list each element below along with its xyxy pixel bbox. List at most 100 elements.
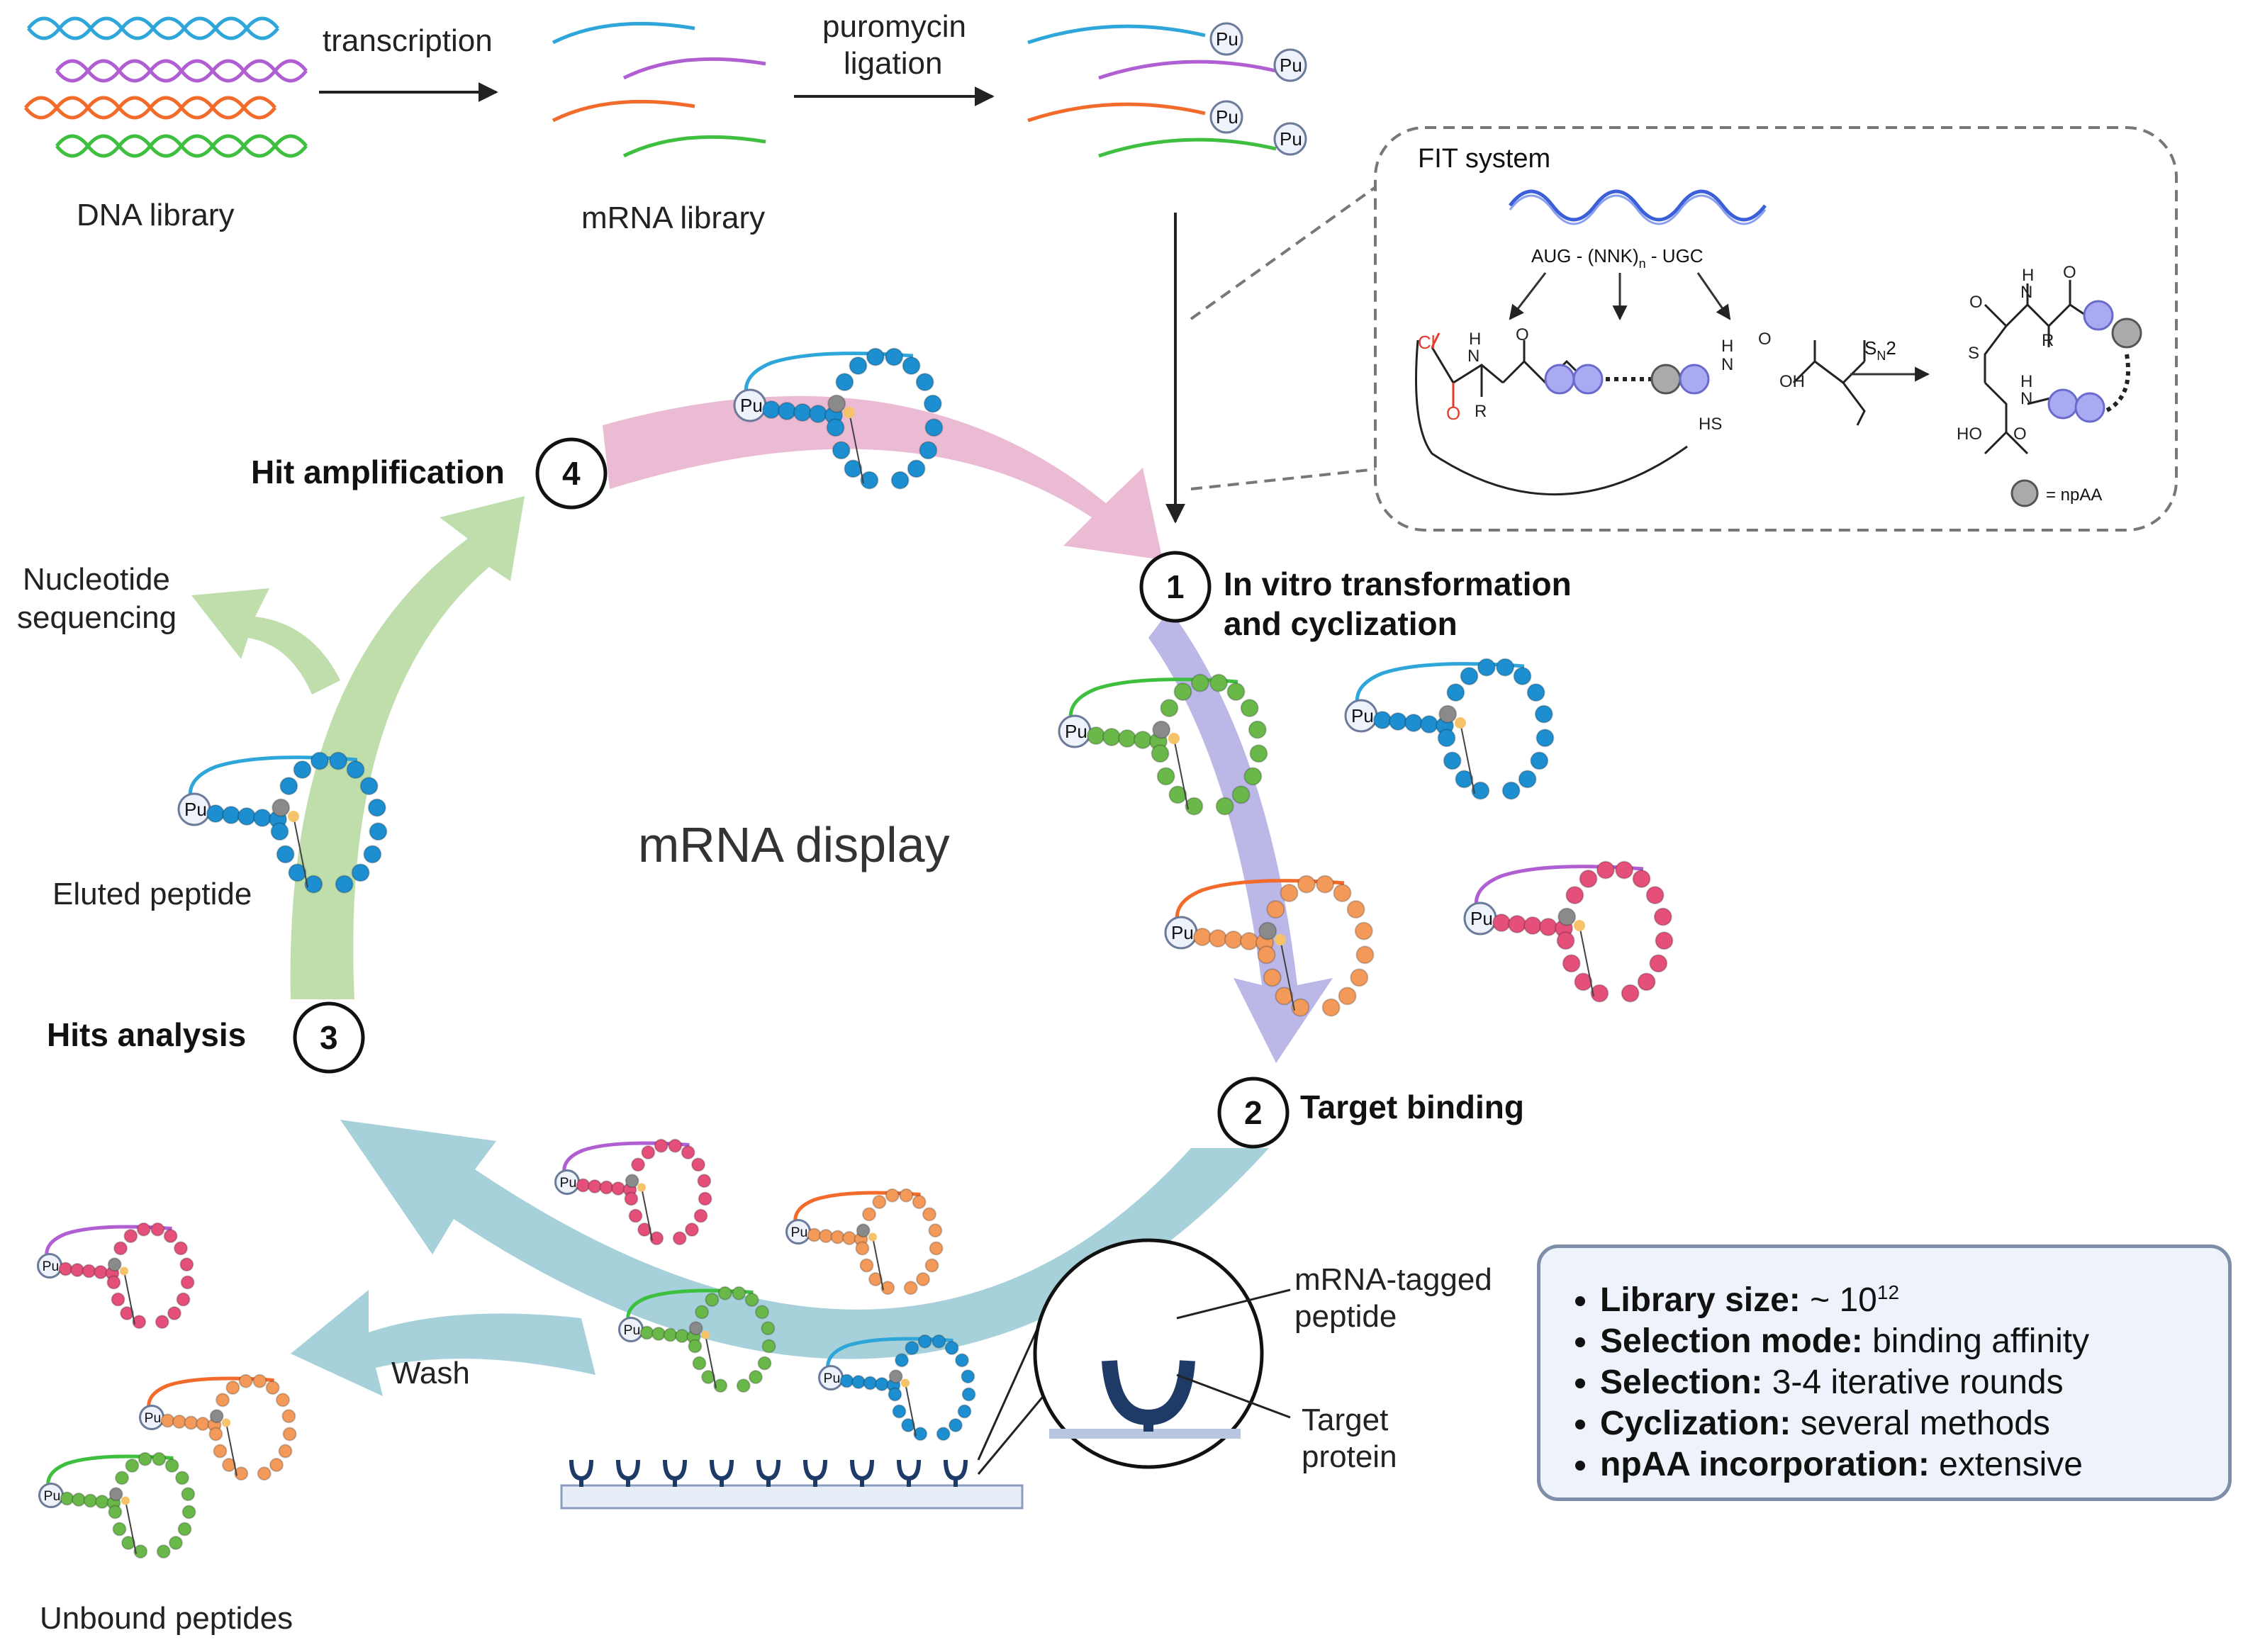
chem-o-left: O [1516, 325, 1529, 344]
svg-text:Pu: Pu [1216, 28, 1238, 50]
svg-text:Pu: Pu [184, 799, 207, 820]
step-4-label: Hit amplification [251, 454, 505, 490]
chem-h-right: H [1721, 337, 1733, 356]
center-title: mRNA display [638, 817, 950, 872]
property-npaa-incorporation: npAA incorporation: extensive [1600, 1444, 2200, 1485]
peptide-eluted: Pu [177, 751, 388, 894]
svg-text:Pu: Pu [1216, 106, 1238, 128]
step-markers: 4 Hit amplification 1 In vitro transform… [47, 437, 1572, 1149]
svg-text:Pu: Pu [624, 1322, 641, 1338]
cyc-s: S [1968, 344, 1979, 363]
peptide-step1-green: Pu [1058, 673, 1268, 816]
svg-text:Pu: Pu [1470, 908, 1493, 929]
property-selection: Selection: 3-4 iterative rounds [1600, 1362, 2200, 1403]
cyc-n-top: N [2020, 283, 2032, 302]
sn2-label: SN2 [1864, 337, 1896, 363]
peptide-unbound-green: Pu [38, 1451, 196, 1559]
unbound-peptides-label: Unbound peptides [40, 1601, 293, 1636]
svg-text:Pu: Pu [1065, 721, 1087, 742]
step-1-label-line1: In vitro transformation [1224, 566, 1572, 602]
cyc-h-mid: H [2020, 372, 2032, 391]
puromycin-label-line2: ligation [844, 46, 942, 81]
zoom-inset [977, 1238, 1291, 1475]
peptide-step1-orange: Pu [1164, 875, 1375, 1017]
target-protein-label-line1: Target [1302, 1403, 1388, 1437]
arrow-analysis-to-amplification [290, 496, 525, 999]
chem-h-left: H [1469, 330, 1481, 349]
step-2-number: 2 [1244, 1094, 1263, 1131]
nucleotide-label-line2: sequencing [17, 600, 177, 635]
svg-text:Pu: Pu [824, 1371, 841, 1386]
cyc-o-top: O [1969, 293, 1983, 312]
receptor-icon [569, 1459, 593, 1487]
peptide-amplification: Pu [733, 347, 944, 490]
arrow-binding-to-analysis [340, 1120, 1269, 1359]
svg-text:Pu: Pu [43, 1259, 60, 1274]
cyc-h-top: H [2022, 266, 2034, 285]
receptor-icon [897, 1459, 921, 1487]
chem-n-left: N [1467, 347, 1480, 366]
step-4-number: 4 [562, 455, 581, 492]
fit-system-title: FIT system [1418, 144, 1550, 174]
cyc-r: R [2042, 331, 2054, 350]
svg-text:Pu: Pu [560, 1175, 577, 1191]
peptide-wash-orange: Pu [785, 1188, 944, 1296]
fit-system-panel: FIT system AUG - (NNK)n - UGC Cl O N H O… [1190, 126, 2178, 532]
receptor-icon [803, 1459, 827, 1487]
properties-list: Library size: ~ 1012 Selection mode: bin… [1569, 1272, 2200, 1485]
puromycin-label-line1: puromycin [822, 9, 966, 44]
peptide-wash-red: Pu [554, 1138, 712, 1246]
codon-sequence: AUG - (NNK)n - UGC [1531, 245, 1704, 271]
chem-r-left: R [1475, 402, 1487, 421]
step-1-number: 1 [1166, 568, 1185, 605]
chem-cl: Cl [1418, 332, 1436, 353]
receptor-icon [756, 1459, 781, 1487]
svg-text:Pu: Pu [1351, 705, 1374, 726]
cycle-arrows [191, 395, 1333, 1396]
properties-box: Library size: ~ 1012 Selection mode: bin… [1537, 1244, 2232, 1501]
arrow-amplification-to-transformation [603, 395, 1163, 560]
receptor-icon [663, 1459, 687, 1487]
chem-hs: HS [1699, 415, 1722, 434]
svg-text:Pu: Pu [740, 395, 763, 416]
transcription-label: transcription [323, 23, 493, 58]
receptor-icon [616, 1459, 640, 1487]
npaa-legend-bead [2010, 479, 2039, 507]
arrow-sequencing [191, 588, 340, 695]
peptide-step1-blue: Pu [1344, 658, 1555, 800]
cyc-o-right: O [2063, 263, 2076, 282]
mrna-library-label: mRNA library [581, 201, 765, 235]
chem-oh: OH [1779, 372, 1805, 391]
cyclic-product-structure [1984, 280, 2130, 455]
nucleotide-label-line1: Nucleotide [23, 562, 170, 597]
peptide-step1-red: Pu [1463, 860, 1674, 1003]
dna-library-label: DNA library [77, 198, 235, 232]
cyc-ho: HO [1957, 425, 1982, 444]
target-protein-label-line2: protein [1302, 1439, 1397, 1474]
arrow-wash [291, 1290, 595, 1396]
mrna-library-strands [552, 21, 766, 158]
svg-text:Pu: Pu [44, 1488, 61, 1504]
property-library-size: Library size: ~ 1012 [1600, 1272, 2200, 1321]
receptor-icon [710, 1459, 734, 1487]
receptor-icon [944, 1459, 968, 1487]
svg-text:Pu: Pu [1171, 922, 1194, 943]
step-1-label-line2: and cyclization [1224, 605, 1458, 642]
pu-ligated-strands: Pu Pu Pu Pu [1027, 22, 1307, 158]
wash-label: Wash [391, 1356, 470, 1390]
step-2-label: Target binding [1300, 1089, 1524, 1125]
linear-peptide-beads [1544, 364, 1710, 395]
peptide-wash-green: Pu [618, 1286, 776, 1393]
receptor-icon [850, 1459, 874, 1487]
eluted-peptide-label: Eluted peptide [52, 877, 252, 911]
svg-text:Pu: Pu [1280, 128, 1302, 150]
svg-text:Pu: Pu [1280, 55, 1302, 76]
property-cyclization: Cyclization: several methods [1600, 1403, 2200, 1444]
property-selection-mode: Selection mode: binding affinity [1600, 1321, 2200, 1362]
chem-o-red: O [1446, 403, 1460, 424]
mrna-tagged-label-line1: mRNA-tagged [1294, 1262, 1492, 1297]
top-flow: DNA library transcription mRNA library p… [24, 9, 1307, 524]
svg-text:Pu: Pu [145, 1410, 162, 1426]
